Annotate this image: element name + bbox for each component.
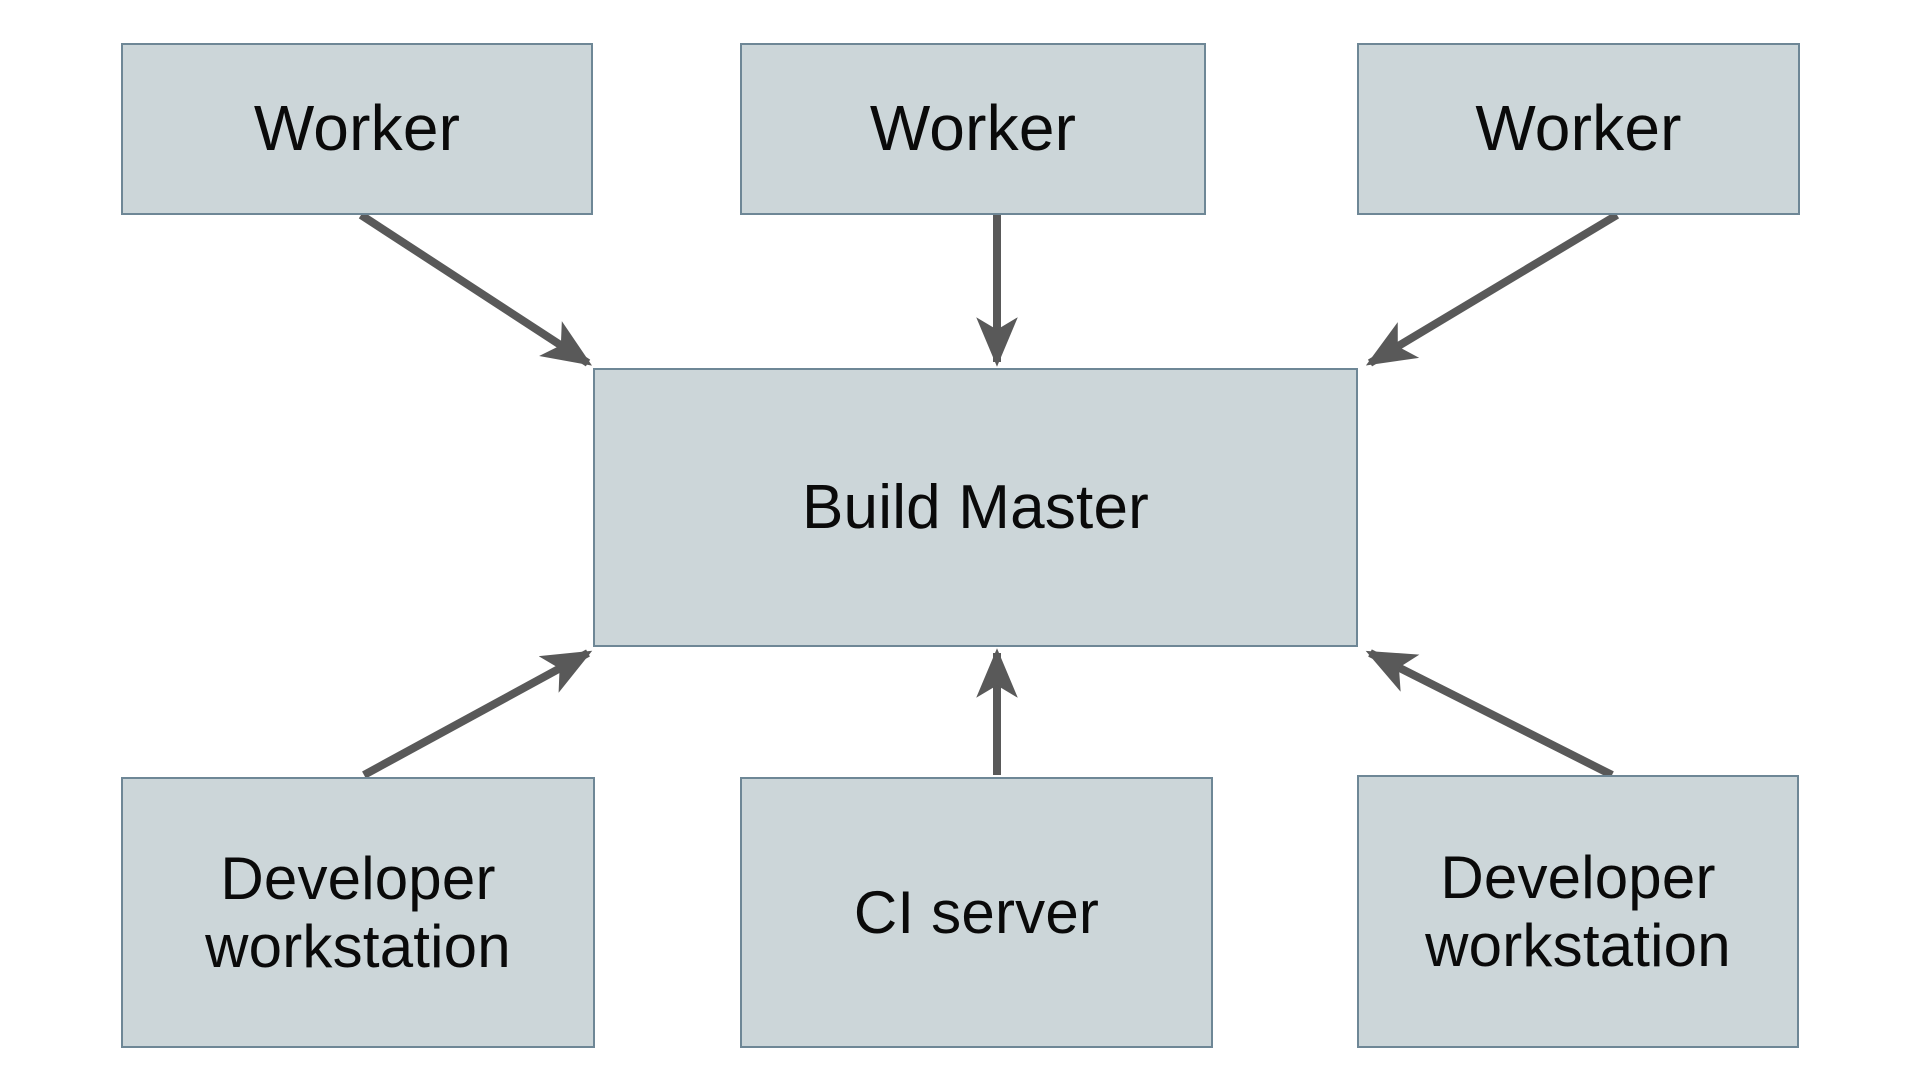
edge-worker-3-to-build-master <box>1365 211 1620 367</box>
node-developer-workstation-left-label: Developer workstation <box>205 845 511 980</box>
node-worker-2[interactable]: Worker <box>740 43 1206 215</box>
node-developer-workstation-left[interactable]: Developer workstation <box>121 777 595 1048</box>
edge-dev-ws-left-to-build-master <box>362 649 593 779</box>
node-build-master[interactable]: Build Master <box>593 368 1358 647</box>
node-ci-server-label: CI server <box>853 878 1100 946</box>
edge-worker-1-to-build-master <box>358 211 593 367</box>
node-developer-workstation-right[interactable]: Developer workstation <box>1357 775 1799 1048</box>
node-ci-server[interactable]: CI server <box>740 777 1213 1048</box>
node-worker-3-label: Worker <box>1475 92 1682 165</box>
node-worker-1[interactable]: Worker <box>121 43 593 215</box>
node-developer-workstation-right-label: Developer workstation <box>1425 844 1731 979</box>
node-worker-2-label: Worker <box>869 92 1077 165</box>
node-build-master-label: Build Master <box>802 472 1149 542</box>
node-worker-1-label: Worker <box>253 92 461 165</box>
node-worker-3[interactable]: Worker <box>1357 43 1800 215</box>
edge-dev-ws-right-to-build-master <box>1365 649 1614 779</box>
